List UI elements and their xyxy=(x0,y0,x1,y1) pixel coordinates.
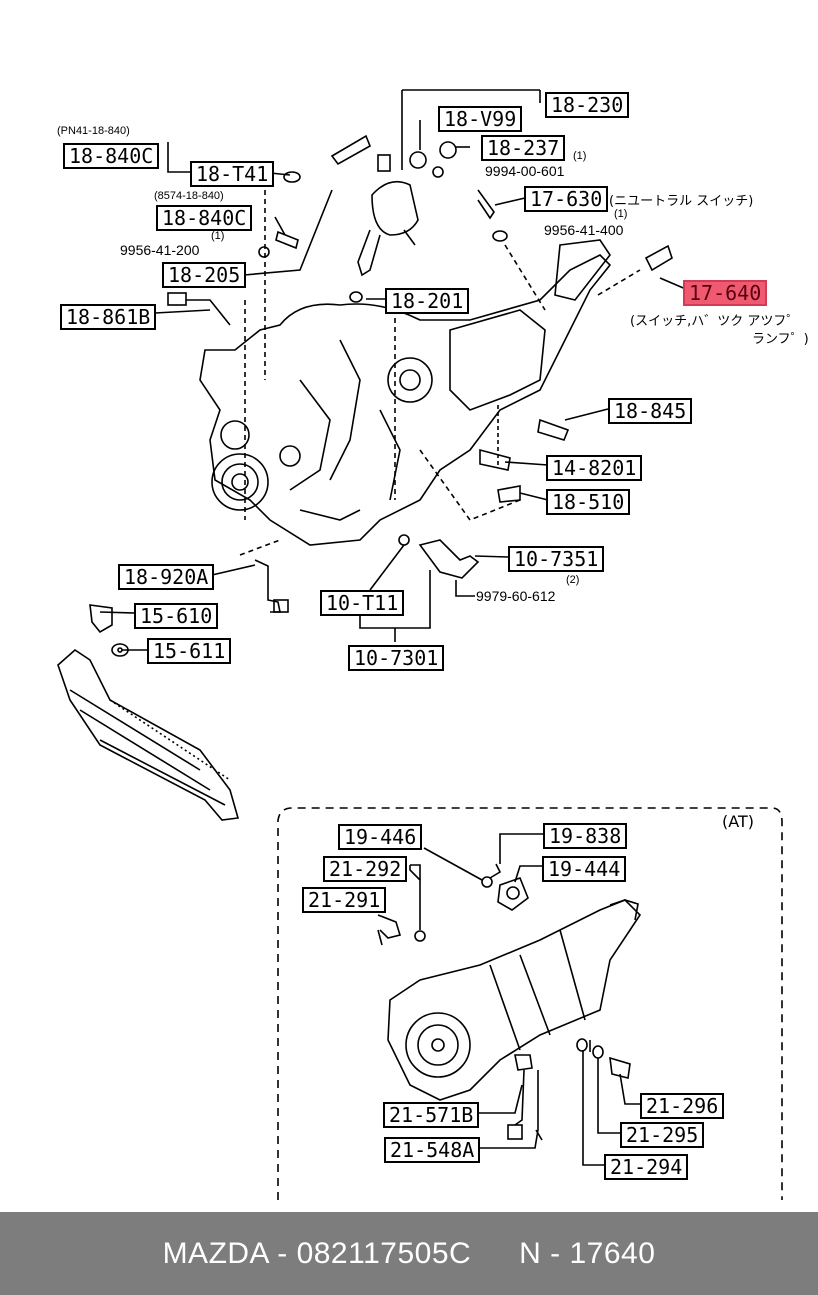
label-21-295[interactable]: 21-295 xyxy=(620,1122,705,1148)
label-10-7351[interactable]: 10-7351 xyxy=(508,546,605,572)
label-14-8201[interactable]: 14-8201 xyxy=(546,455,643,481)
label-18-230[interactable]: 18-230 xyxy=(545,92,630,118)
label-18-205[interactable]: 18-205 xyxy=(162,262,247,288)
note-neutral-switch: (ニユートラル スイッチ) xyxy=(609,194,754,209)
qty-2: (2) xyxy=(566,574,580,586)
label-9979-60-612[interactable]: 9979-60-612 xyxy=(476,588,556,604)
label-21-548a[interactable]: 21-548A xyxy=(384,1137,481,1163)
label-18-237[interactable]: 18-237 xyxy=(481,135,566,161)
label-21-294[interactable]: 21-294 xyxy=(604,1154,689,1180)
label-9994-00-601[interactable]: 9994-00-601 xyxy=(485,163,565,179)
label-18-510[interactable]: 18-510 xyxy=(546,489,631,515)
label-21-291[interactable]: 21-291 xyxy=(302,887,387,913)
diagram-drawing xyxy=(57,89,783,1200)
label-18-920a[interactable]: 18-920A xyxy=(118,564,215,590)
note-pn41-18-840: (PN41-18-840) xyxy=(57,125,130,137)
note-backup-lamp-switch-2: ランフ゜) xyxy=(752,332,809,347)
note-8574-18-840: (8574-18-840) xyxy=(154,190,224,202)
label-19-444[interactable]: 19-444 xyxy=(542,856,627,882)
qty-1-c: (1) xyxy=(211,230,225,242)
note-backup-lamp-switch: (スイッチ,ハ゛ツク アツフ゜ xyxy=(630,314,800,329)
label-15-610[interactable]: 15-610 xyxy=(134,603,219,629)
qty-1-b: (1) xyxy=(614,208,628,220)
label-19-838[interactable]: 19-838 xyxy=(543,823,628,849)
qty-1-a: (1) xyxy=(573,150,587,162)
label-18-201[interactable]: 18-201 xyxy=(385,288,470,314)
label-18-v99[interactable]: 18-V99 xyxy=(438,106,523,132)
label-9956-41-400[interactable]: 9956-41-400 xyxy=(544,222,624,238)
footer-bar: MAZDA - 082117505C N - 17640 xyxy=(0,1212,818,1295)
label-17-640-highlighted[interactable]: 17-640 xyxy=(683,280,768,306)
label-21-571b[interactable]: 21-571B xyxy=(383,1102,480,1128)
label-18-840c-top[interactable]: 18-840C xyxy=(63,143,160,169)
label-17-630[interactable]: 17-630 xyxy=(524,186,609,212)
label-9956-41-200[interactable]: 9956-41-200 xyxy=(120,242,200,258)
footer-part-number: N - 17640 xyxy=(519,1236,656,1270)
label-19-446[interactable]: 19-446 xyxy=(338,824,423,850)
label-21-292[interactable]: 21-292 xyxy=(323,856,408,882)
label-18-t41[interactable]: 18-T41 xyxy=(190,161,275,187)
parts-diagram: 18-230 18-V99 (PN41-18-840) 18-840C 18-2… xyxy=(57,89,809,1200)
label-18-840c-mid[interactable]: 18-840C xyxy=(156,205,253,231)
label-18-845[interactable]: 18-845 xyxy=(608,398,693,424)
note-at: (AT) xyxy=(722,812,754,831)
label-10-7301[interactable]: 10-7301 xyxy=(348,645,445,671)
footer-brand-part: MAZDA - 082117505C xyxy=(162,1236,472,1270)
label-10-t11[interactable]: 10-T11 xyxy=(320,590,405,616)
label-15-611[interactable]: 15-611 xyxy=(147,638,232,664)
label-21-296[interactable]: 21-296 xyxy=(640,1093,725,1119)
label-18-861b[interactable]: 18-861B xyxy=(60,304,157,330)
